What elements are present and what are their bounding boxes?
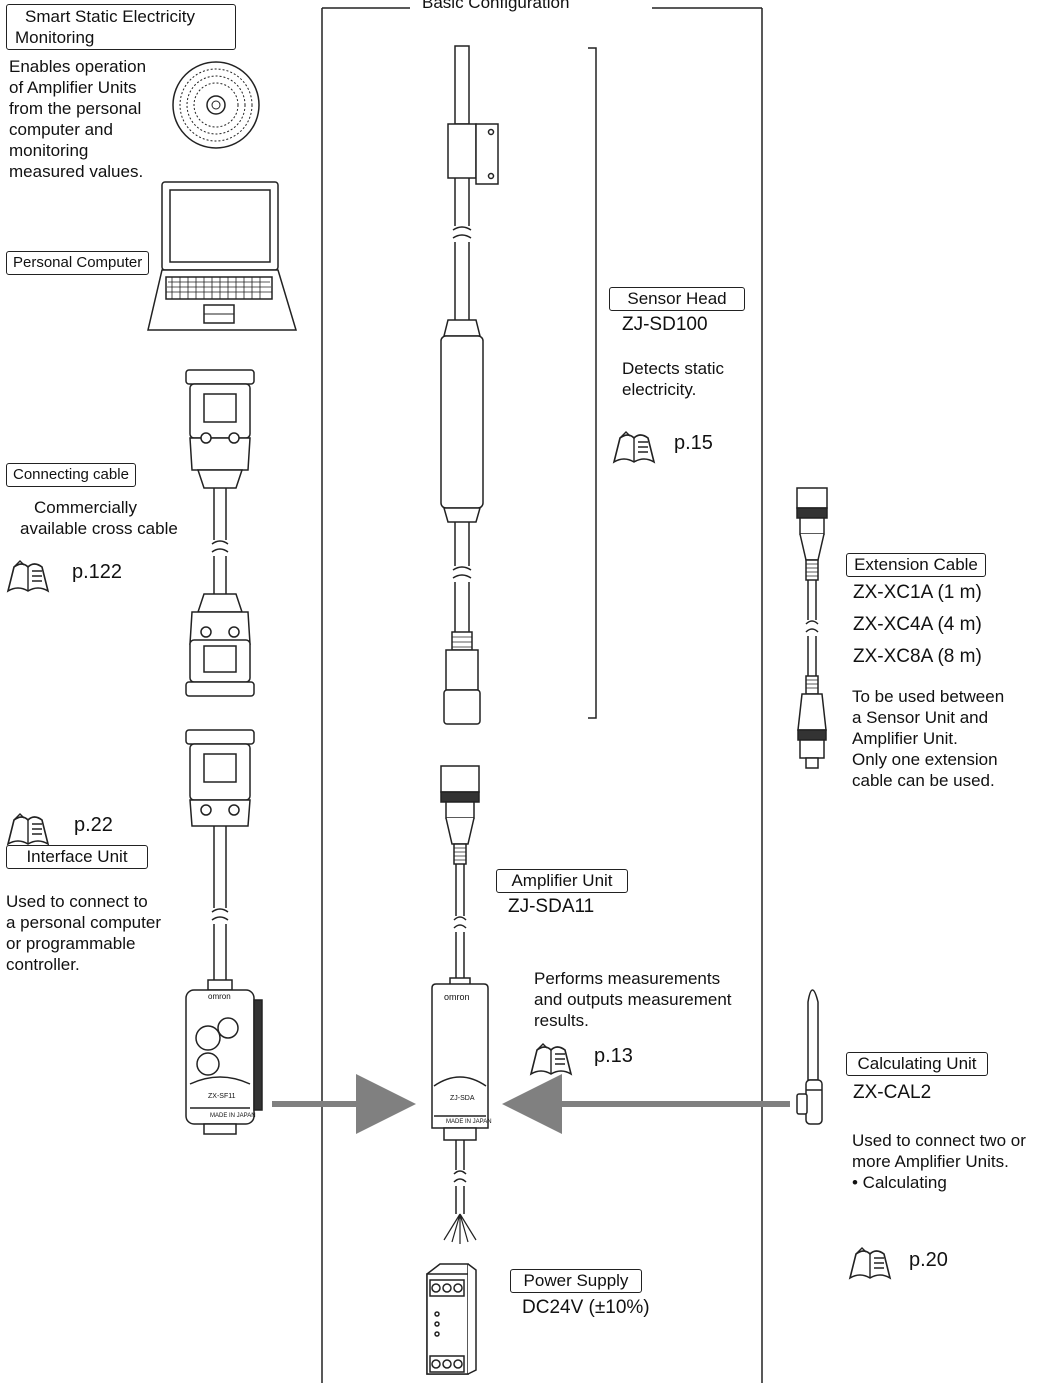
software-desc-2: of Amplifier Units: [9, 78, 137, 97]
connecting-cable-page-ref[interactable]: p.122: [72, 561, 123, 583]
amplifier-unit-drawing: [431, 765, 489, 1244]
sensor-head-bracket: [588, 47, 597, 719]
amplifier-unit-desc-1: Performs measurements: [534, 969, 721, 988]
amplifier-unit-page-ref[interactable]: p.13: [594, 1045, 633, 1067]
sensor-head-drawing: [440, 45, 499, 725]
manual-book-icon: [848, 1247, 892, 1280]
extension-cable-desc-1: To be used between: [852, 687, 1005, 706]
amplifier-unit-brand: omron: [444, 992, 470, 1002]
software-label: Smart Static Electricity Monitoring: [6, 4, 236, 50]
amplifier-unit-label: Amplifier Unit: [496, 869, 628, 893]
extension-cable-drawing: [796, 487, 828, 769]
calculating-unit-desc-1: Used to connect two or: [852, 1131, 1026, 1150]
interface-unit-brand: omron: [208, 992, 231, 1001]
connecting-cable-desc-2: available cross cable: [20, 519, 178, 538]
interface-unit-desc-1: Used to connect to: [6, 892, 148, 911]
software-desc-1: Enables operation: [9, 57, 147, 76]
sensor-head-page-ref[interactable]: p.15: [674, 432, 713, 454]
software-desc-5: monitoring: [9, 141, 89, 160]
extension-cable-desc-2: a Sensor Unit and: [852, 708, 989, 727]
software-desc-3: from the personal: [9, 99, 142, 118]
interface-unit-page-ref[interactable]: p.22: [74, 814, 113, 836]
extension-cable-label: Extension Cable: [846, 553, 986, 577]
interface-unit-made: MADE IN JAPAN: [210, 1113, 256, 1119]
calculating-unit-drawing: [796, 989, 823, 1125]
software-desc-6: measured values.: [9, 162, 144, 181]
extension-cable-model-3: ZX-XC8A (8 m): [853, 646, 982, 667]
extension-cable-desc-4: Only one extension: [852, 750, 998, 769]
manual-book-icon: [612, 431, 656, 464]
software-label-line1: Smart Static Electricity: [25, 7, 196, 26]
power-supply-label: Power Supply: [510, 1269, 642, 1293]
interface-unit-drawing: [185, 729, 263, 1135]
basic-configuration-frame: [321, 7, 763, 1383]
extension-cable-model-1: ZX-XC1A (1 m): [853, 582, 982, 603]
calculating-unit-desc-3: • Calculating: [852, 1173, 947, 1192]
software-label-line2: Monitoring: [15, 28, 95, 47]
sensor-head-desc-1: Detects static: [622, 359, 725, 378]
extension-cable-desc-3: Amplifier Unit.: [852, 729, 958, 748]
amplifier-unit-model: ZJ-SDA11: [508, 896, 595, 917]
interface-unit-model: ZX-SF11: [208, 1093, 236, 1100]
connecting-cable-label: Connecting cable: [6, 463, 136, 487]
calculating-unit-model: ZX-CAL2: [853, 1082, 932, 1103]
manual-book-icon: [6, 560, 50, 593]
interface-unit-desc-4: controller.: [6, 955, 80, 974]
calculating-unit-label: Calculating Unit: [846, 1052, 988, 1076]
calculating-unit-page-ref[interactable]: p.20: [909, 1249, 948, 1271]
connecting-cable-desc-1: Commercially: [34, 498, 137, 517]
basic-configuration-title: Basic Configuration: [418, 0, 574, 13]
amplifier-unit-device-model: ZJ-SDA: [450, 1095, 475, 1102]
sensor-head-desc-2: electricity.: [622, 380, 697, 399]
extension-cable-desc-5: cable can be used.: [852, 771, 995, 790]
software-desc-4: computer and: [9, 120, 113, 139]
connecting-cable-drawing: [185, 369, 255, 697]
amplifier-unit-desc-2: and outputs measurement: [534, 990, 732, 1009]
power-supply-spec: DC24V (±10%): [522, 1297, 650, 1318]
manual-book-icon: [6, 813, 50, 846]
laptop-icon: [147, 181, 298, 331]
manual-book-icon: [529, 1043, 573, 1076]
personal-computer-label: Personal Computer: [6, 251, 150, 275]
interface-unit-label: Interface Unit: [6, 845, 148, 869]
extension-cable-model-2: ZX-XC4A (4 m): [853, 614, 982, 635]
amplifier-unit-desc-3: results.: [534, 1011, 589, 1030]
sensor-head-model: ZJ-SD100: [622, 314, 708, 335]
amplifier-unit-made: MADE IN JAPAN: [446, 1119, 492, 1125]
calculating-unit-desc-2: more Amplifier Units.: [852, 1152, 1009, 1171]
power-supply-drawing: [426, 1263, 477, 1375]
interface-unit-desc-3: or programmable: [6, 934, 136, 953]
interface-unit-desc-2: a personal computer: [6, 913, 161, 932]
cd-disc-icon: [172, 61, 260, 149]
sensor-head-label: Sensor Head: [609, 287, 745, 311]
